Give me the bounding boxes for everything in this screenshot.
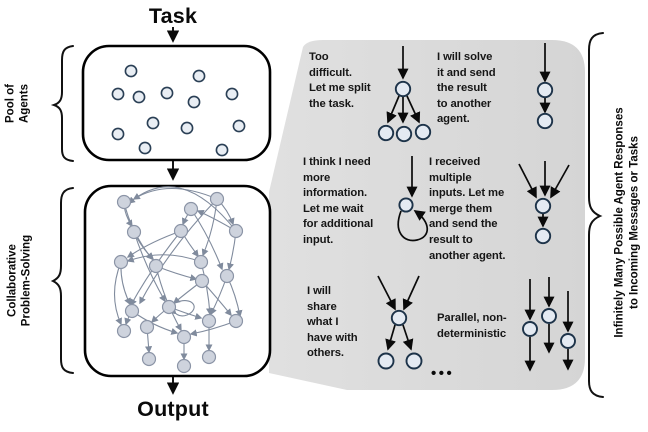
collab-box: [83, 184, 272, 378]
callout-panel-shape: [269, 40, 585, 390]
pool-of-agents-label: Pool of Agents: [4, 84, 31, 123]
pool-agents: [111, 64, 246, 157]
bubble-solve-text: I will solve it and send the result to a…: [437, 51, 496, 126]
bubble-merge-text: I received multiple inputs. Let me merge…: [429, 156, 506, 262]
merge-diagram: [518, 161, 570, 245]
ellipsis-dots: •••: [431, 365, 455, 382]
pool-brace: [50, 45, 74, 162]
bubble-parallel-text: Parallel, non- deterministic: [437, 312, 507, 340]
wait-loop-diagram: [397, 156, 429, 242]
split-diagram: [377, 46, 432, 143]
agent-network-graphic: [113, 186, 244, 374]
output-label: Output: [137, 397, 209, 421]
collab-brace: [50, 187, 74, 374]
bubble-wait-text: I think I need more information. Let me …: [303, 156, 374, 246]
responses-brace: [588, 32, 604, 398]
solve-diagram: [536, 43, 554, 130]
share-diagram: [377, 275, 423, 370]
side-note-label: Infinitely Many Possible Agent Responses…: [613, 107, 641, 338]
bubble-split-text: Too difficult. Let me split the task.: [309, 51, 371, 110]
collaborative-problem-solving-label: Collaborative Problem-Solving: [6, 234, 33, 327]
pool-box: [81, 44, 272, 162]
bubble-share-text: I will share what I have with others.: [307, 285, 358, 360]
braces: [50, 32, 604, 398]
parallel-diagram: [522, 277, 576, 372]
task-label: Task: [148, 4, 198, 28]
